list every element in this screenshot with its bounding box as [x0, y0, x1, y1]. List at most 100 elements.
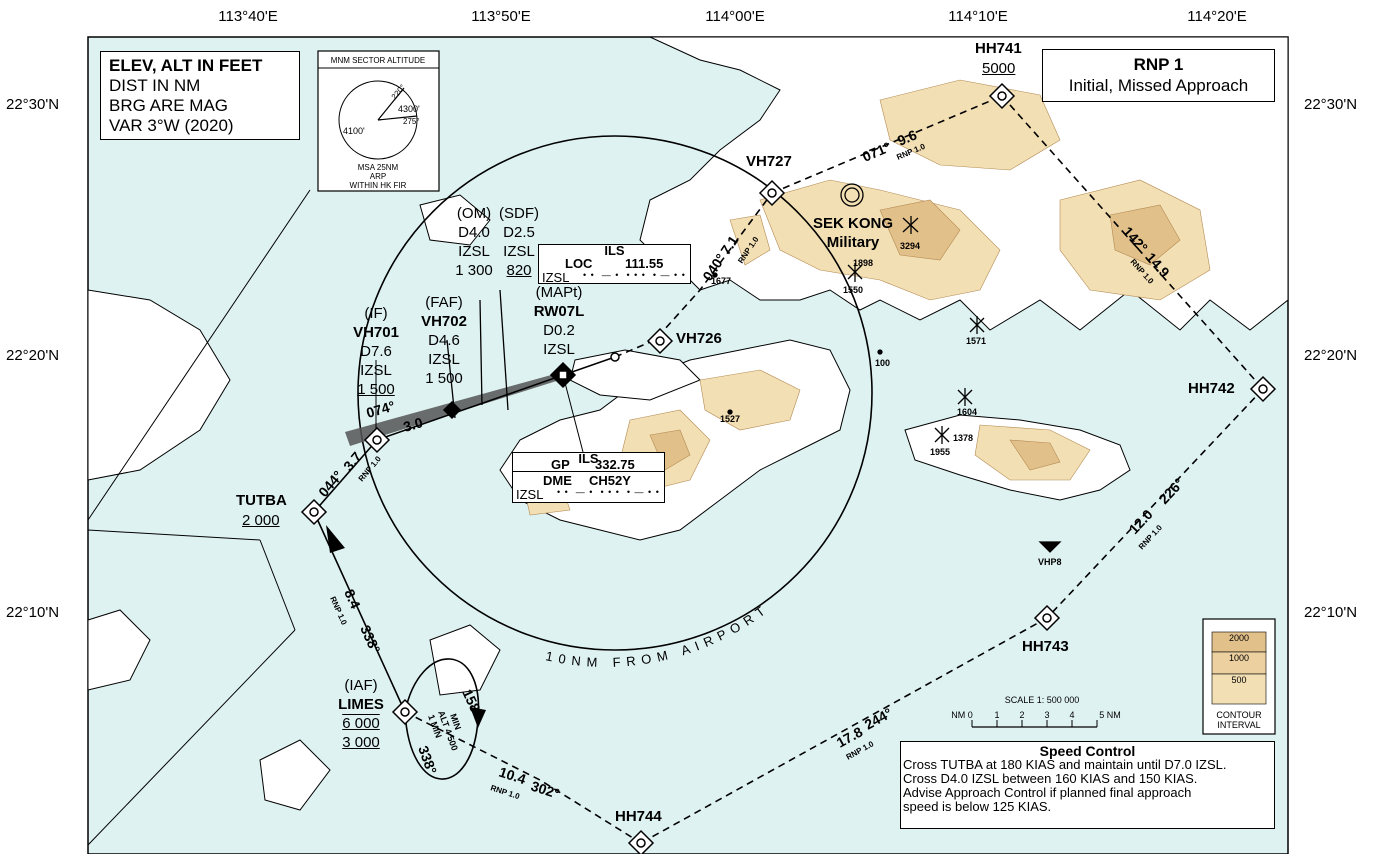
fix-vh701-symbol [363, 426, 391, 454]
fix-vh702-alt: 1 500 [425, 370, 463, 387]
fix-vh701-label: (IF) VH701 D7.6 IZSL 1 500 [348, 304, 404, 399]
lat-label-right-3: 22°10'N [1304, 604, 1358, 621]
fix-vh726-symbol [646, 327, 674, 355]
fix-vh702-name: VH702 [421, 313, 467, 330]
terrain [519, 79, 1211, 516]
fix-tutba-name: TUTBA [236, 492, 287, 509]
elevation-labels: 3294 1898 1550 1571 1677 1527 1955 1378 … [711, 241, 1062, 567]
gp-frequency: 332.75 [595, 457, 635, 472]
om-marker [479, 299, 483, 406]
units-note: ELEV, ALT IN FEET DIST IN NM BRG ARE MAG… [100, 51, 300, 140]
fix-hh744-symbol [627, 829, 655, 854]
fix-limes-alt-min: 3 000 [342, 734, 380, 751]
lon-label-2: 113°50'E [471, 8, 531, 25]
fix-vh702-dist: D4.6 [428, 332, 460, 349]
gp-dme-info-box: ILS GP 332.75 DME CH52Y IZSL • • — • • •… [512, 451, 665, 503]
fix-vh701-name: VH701 [353, 324, 399, 341]
fix-hh742-symbol [1249, 375, 1277, 403]
leg-074-dist: 3.0 [401, 414, 424, 435]
mapt-ref: IZSL [543, 341, 575, 358]
leg-071-dist: 9.6 [895, 126, 919, 148]
contour-caption-1: CONTOUR [1216, 710, 1262, 720]
fix-limes-alt-max: 6 000 [342, 715, 380, 732]
units-note-line-3: BRG ARE MAG [109, 96, 229, 115]
fix-limes-label: (IAF) LIMES 6 000 3 000 [335, 676, 387, 752]
loc-ident: IZSL [542, 270, 570, 285]
msa-footer-1: MSA 25NM [358, 163, 399, 172]
fix-limes-symbol [391, 698, 419, 726]
sdf-ref: IZSL [503, 243, 535, 260]
svg-text:5 NM: 5 NM [1099, 710, 1121, 720]
fix-vh727-symbol [758, 179, 786, 207]
fix-symbols [300, 82, 1277, 854]
fix-vh701-ref: IZSL [360, 362, 392, 379]
leg-hh742-hh743 [1046, 388, 1264, 619]
dme-label: DME [543, 473, 572, 488]
speed-control-line-3: Advise Approach Control if planned final… [903, 785, 1192, 800]
svg-text:3294: 3294 [900, 241, 920, 251]
procedure-title: RNP 1 [1133, 55, 1184, 74]
msa-diagram: MNM SECTOR ALTITUDE 4300' 4100' 220° 275… [317, 50, 440, 192]
svg-text:1378: 1378 [953, 433, 973, 443]
om-dist: D4.0 [458, 224, 490, 241]
fix-vh701-role: (IF) [364, 305, 388, 322]
heliport-label: VHP8 [1038, 557, 1062, 567]
svg-text:1677: 1677 [711, 276, 731, 286]
sek-kong-label: SEK KONG Military [798, 214, 908, 252]
om-role: (OM) [456, 205, 492, 222]
fix-hh744-name: HH744 [615, 808, 662, 825]
mapt-name: RW07L [533, 303, 585, 320]
sek-kong-type: Military [826, 234, 880, 251]
speed-control-line-1: Cross TUTBA at 180 KIAS and maintain unt… [903, 757, 1227, 772]
helipad-symbol [1038, 541, 1062, 553]
fix-vh702-symbol [442, 400, 462, 420]
leg-074-brg: 074° [364, 398, 396, 421]
speed-control-line-4: speed is below 125 KIAS. [903, 799, 1052, 814]
lon-label-5: 114°20'E [1187, 8, 1247, 25]
om-ref: IZSL [458, 243, 490, 260]
procedure-subtitle: Initial, Missed Approach [1068, 76, 1249, 95]
msa-alt-a: 4300' [398, 104, 420, 114]
fix-vh701-dist: D7.6 [360, 343, 392, 360]
fix-hh743-symbol [1033, 604, 1061, 632]
loc-type: LOC [565, 256, 593, 271]
fix-vh702-role: (FAF) [425, 294, 463, 311]
sek-kong-name: SEK KONG [812, 215, 893, 232]
sdf-alt: 820 [506, 262, 532, 279]
speed-control-title: Speed Control [1039, 743, 1136, 759]
svg-text:1955: 1955 [930, 447, 950, 457]
om-alt: 1 300 [455, 262, 493, 279]
fix-hh741-symbol [988, 82, 1016, 110]
leg-limes-hh744 [404, 711, 642, 844]
airport-platform [569, 349, 701, 401]
loc-info-box: ILS LOC 111.55 IZSL • • — • • • • • — • … [538, 243, 691, 285]
lat-label-right-1: 22°30'N [1304, 96, 1358, 113]
sek-kong-aerodrome [840, 183, 864, 207]
leg-vh727-hh741 [771, 95, 1003, 194]
speed-control-line-2: Cross D4.0 IZSL between 160 KIAS and 150… [903, 771, 1198, 786]
fix-hh742-name: HH742 [1188, 380, 1235, 397]
gp-title: ILS [578, 451, 599, 466]
mapt-role: (MAPt) [535, 284, 583, 301]
loc-title: ILS [604, 243, 625, 258]
fix-vh726-name: VH726 [676, 330, 722, 347]
sdf-role: (SDF) [499, 205, 539, 222]
dme-channel: CH52Y [589, 473, 631, 488]
threshold-point [610, 352, 620, 362]
sdf-label: (SDF) D2.5 IZSL 820 [494, 204, 544, 280]
speed-control-box: Speed Control Cross TUTBA at 180 KIAS an… [900, 741, 1275, 829]
leg-hh743-hh744 [640, 617, 1048, 844]
svg-text:NM 0: NM 0 [951, 710, 973, 720]
lon-label-1: 113°40'E [218, 8, 278, 25]
leg-hh741-hh742 [1001, 95, 1264, 390]
arrow-into-tutba [326, 525, 345, 553]
ten-nm-circle [357, 135, 873, 651]
units-note-line-4: VAR 3°W (2020) [109, 116, 234, 135]
contour-level-500: 500 [1231, 675, 1246, 685]
loc-frequency: 111.55 [625, 256, 664, 271]
fix-hh743-name: HH743 [1022, 638, 1069, 655]
fix-limes-role: (IAF) [344, 677, 378, 694]
lon-label-4: 114°10'E [948, 8, 1008, 25]
svg-text:1: 1 [994, 710, 999, 720]
gp-ident: IZSL [516, 487, 544, 502]
